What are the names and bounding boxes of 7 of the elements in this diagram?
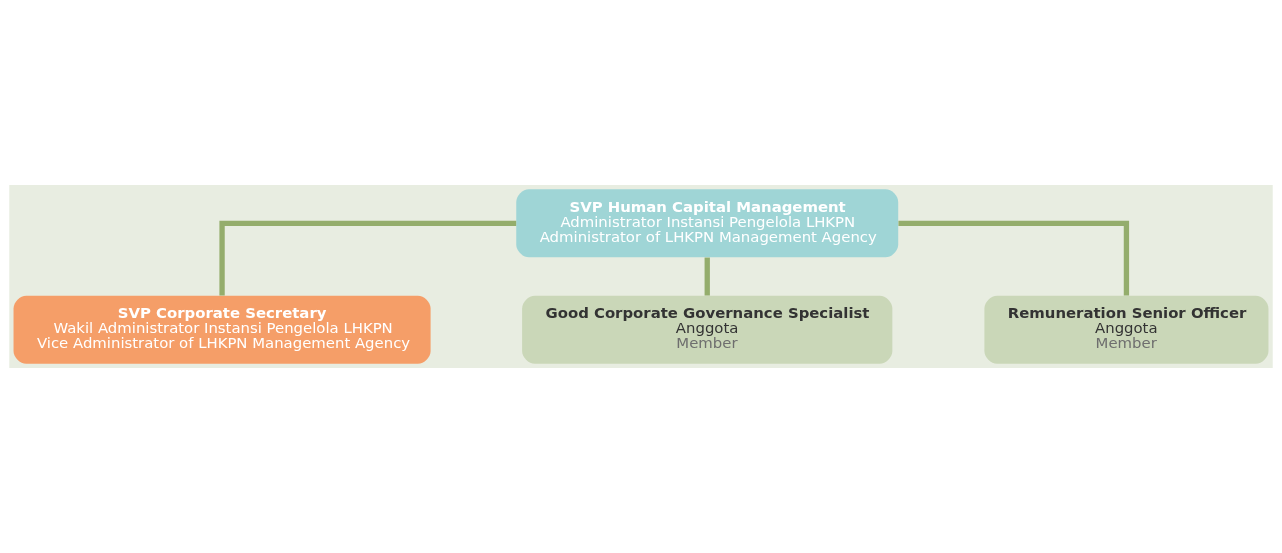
connector [219, 220, 517, 296]
node-box: Good Corporate Governance Specialist Anggota Member [522, 295, 893, 364]
connector [704, 257, 710, 296]
node-box: SVP Human Capital Management Administrator Instansi Pengelola LHKPN Administrator of LHKPN Management Agency [516, 189, 899, 258]
connector [898, 220, 1130, 296]
node-box: Remuneration Senior Officer Anggota Member [984, 295, 1269, 364]
node-box: SVP Corporate Secretary Wakil Administrator Instansi Pengelola LHKPN Vice Administrator of LHKPN Management Agency [13, 295, 431, 364]
